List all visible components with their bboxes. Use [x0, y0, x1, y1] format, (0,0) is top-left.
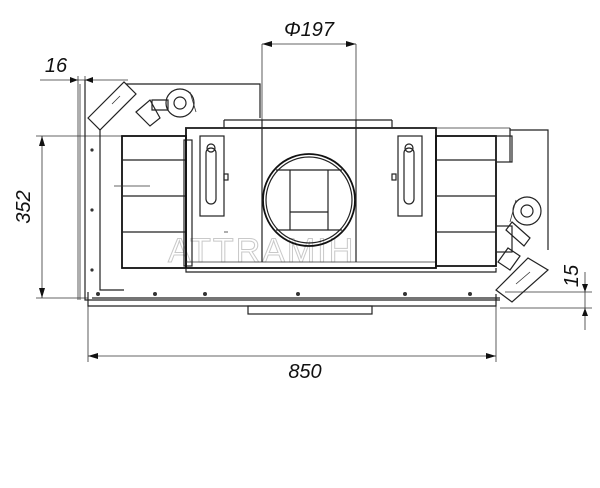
- watermark: ATTRAMIH: [168, 232, 355, 270]
- height-dimension: 352: [13, 135, 125, 299]
- flue-diameter-label: Φ197: [284, 19, 335, 41]
- side-offset-label: 16: [45, 55, 68, 77]
- right-firebox-panel: [435, 128, 513, 267]
- left-roller: [135, 88, 197, 127]
- width-label: 850: [288, 361, 321, 383]
- left-side-door: [87, 81, 261, 291]
- right-roller: [497, 196, 542, 271]
- height-label: 352: [13, 190, 35, 223]
- corner-offset-dimension: 15: [500, 264, 592, 330]
- outer-frame: [79, 80, 500, 315]
- corner-offset-label: 15: [561, 264, 583, 287]
- left-firebox-panel: [114, 135, 193, 269]
- flue-diameter-dimension: Φ197: [261, 19, 357, 120]
- right-side-door: [440, 129, 550, 303]
- right-bracket: [391, 135, 423, 217]
- central-body: [185, 119, 510, 273]
- left-bracket: [199, 135, 229, 233]
- flue-collar: [261, 120, 357, 262]
- width-dimension: 850: [87, 305, 497, 383]
